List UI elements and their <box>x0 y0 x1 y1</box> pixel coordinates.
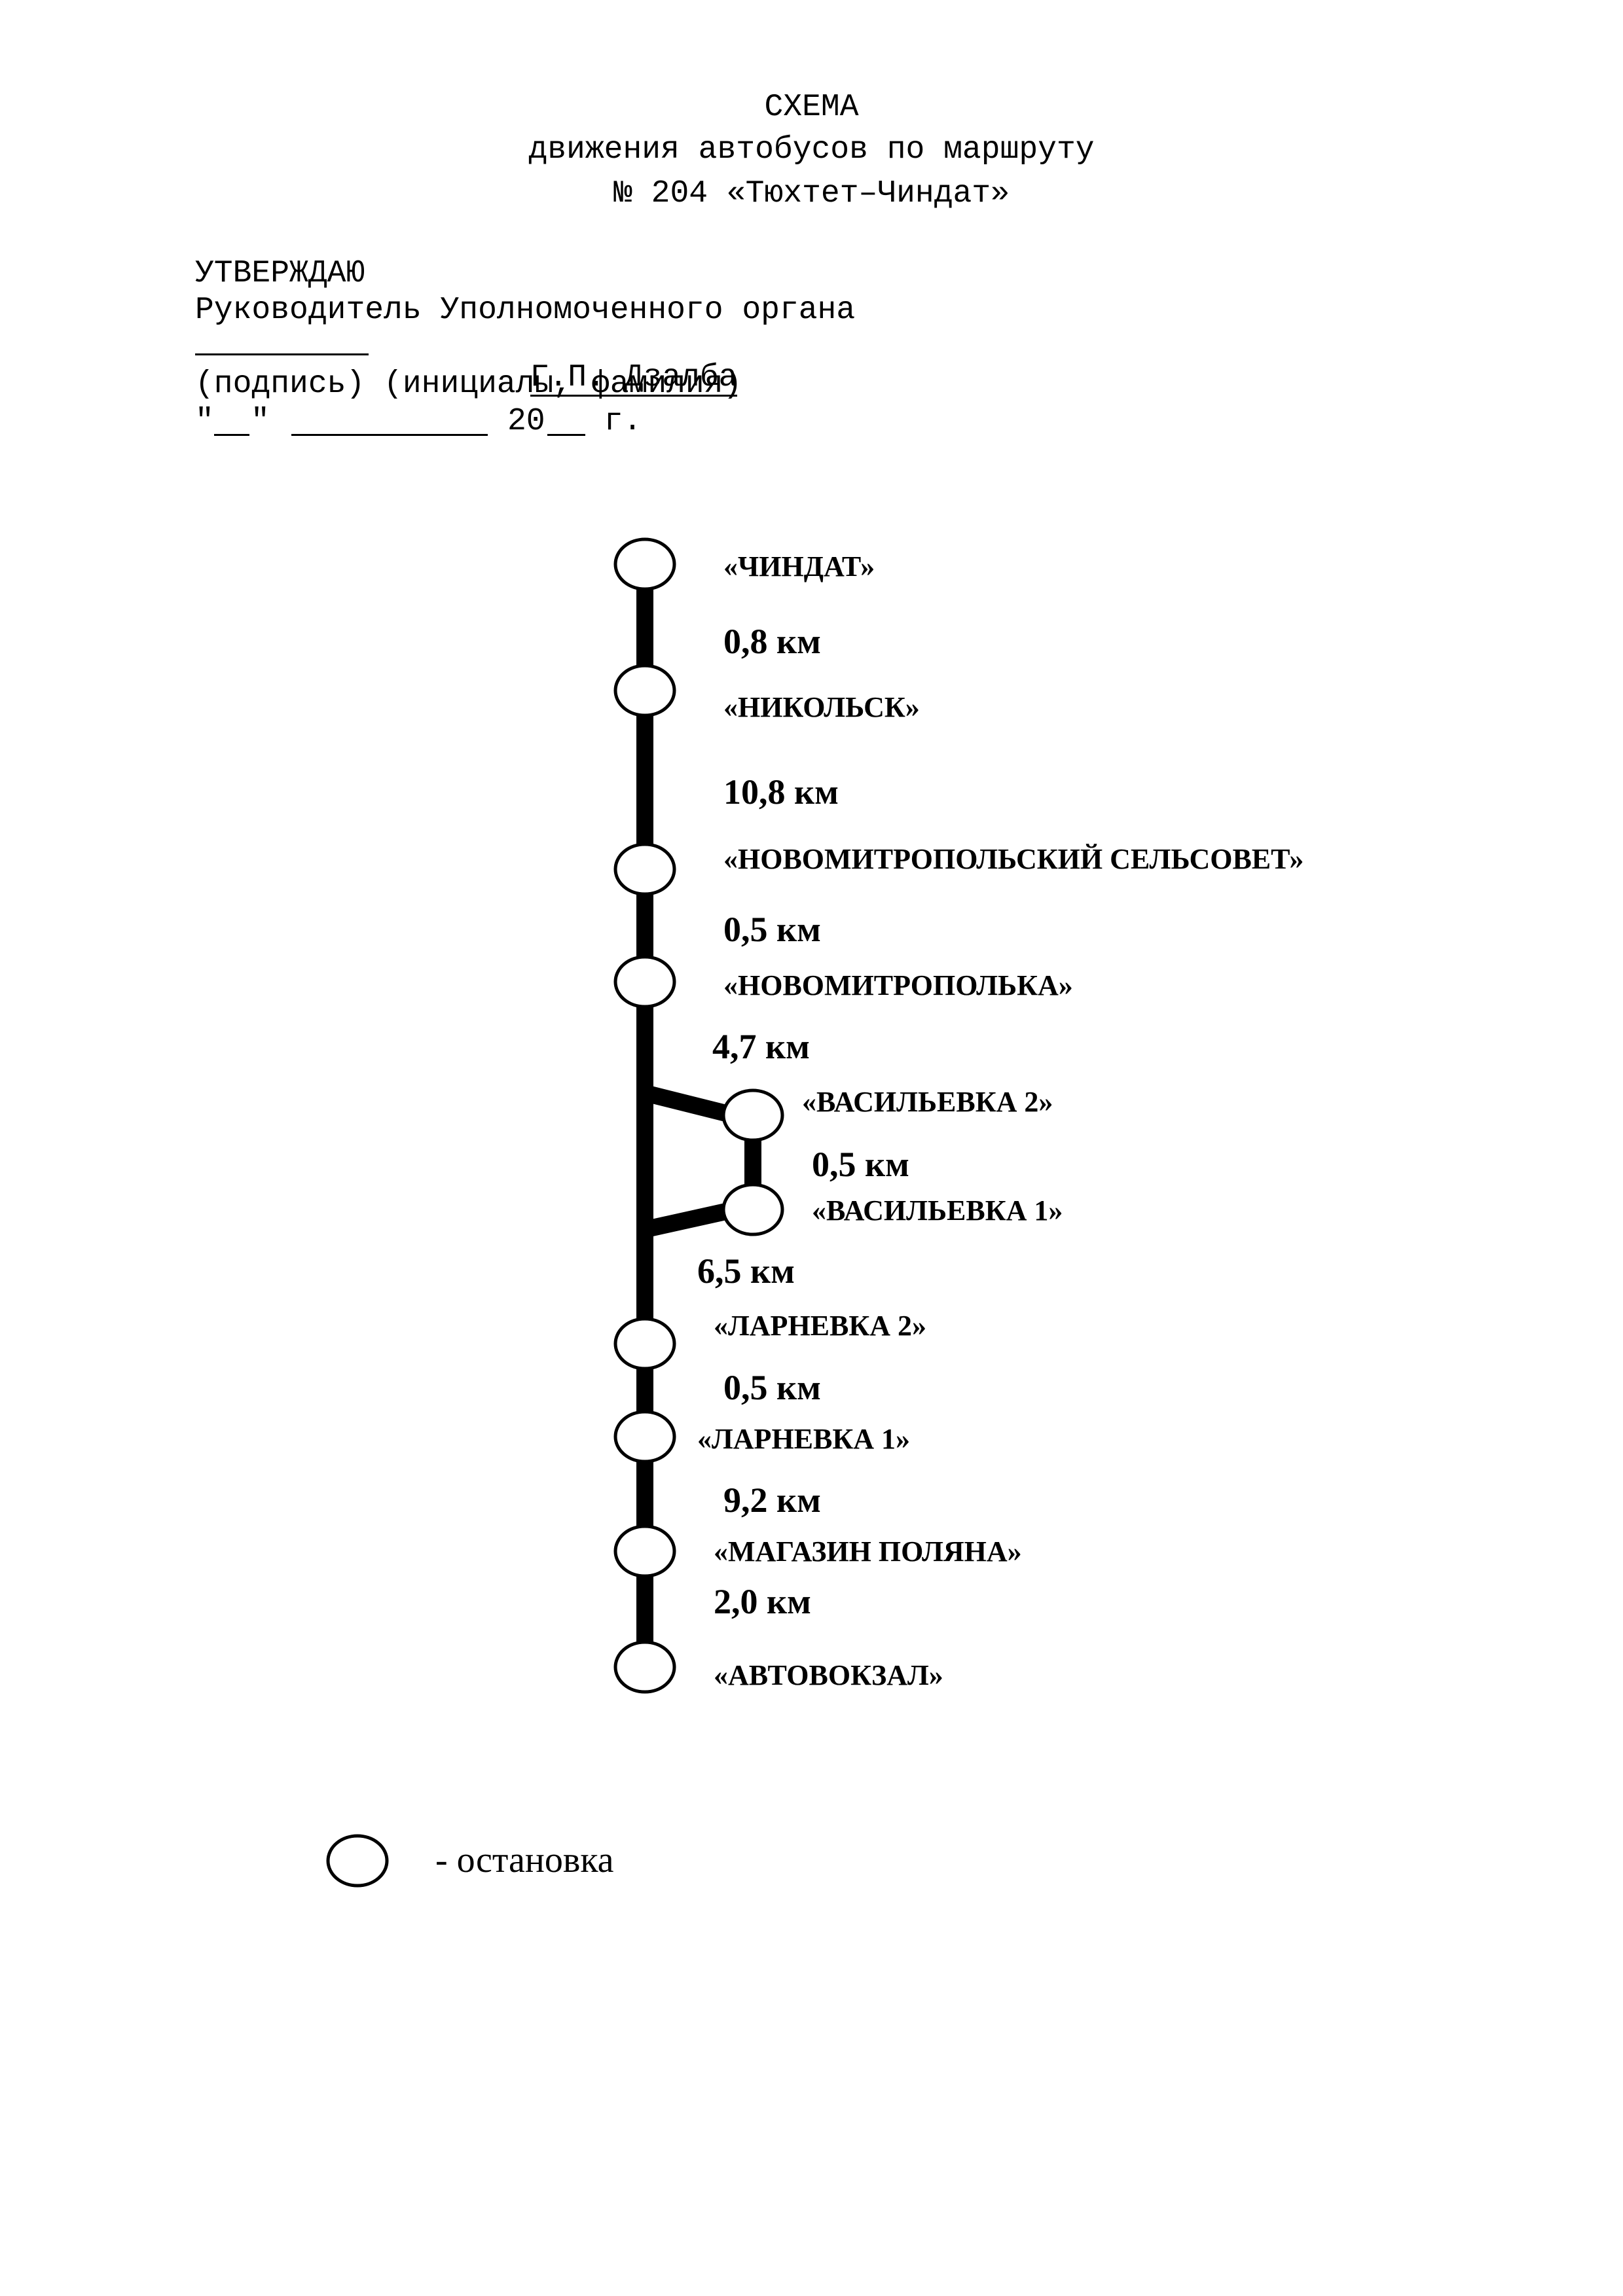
stop-marker-larnevka-1 <box>613 1410 676 1463</box>
stop-label-chindat: «ЧИНДАТ» <box>723 550 875 583</box>
distance-label: 0,5 км <box>812 1145 909 1184</box>
year-suffix: г. <box>585 404 642 439</box>
stop-marker-larnevka-2 <box>613 1317 676 1371</box>
distance-label: 10,8 км <box>723 772 839 812</box>
legend-text: - остановка <box>435 1840 614 1880</box>
year-blank <box>547 434 585 436</box>
stop-marker-novomitropolsky-selsovet <box>613 842 676 896</box>
stop-label-avtovokzal: «АВТОВОКЗАЛ» <box>714 1659 943 1691</box>
stop-label-novomitropolka: «НОВОМИТРОПОЛЬКА» <box>723 969 1073 1001</box>
title-line-3: № 204 «Тюхтет–Чиндат» <box>613 176 1010 211</box>
distance-label: 4,7 км <box>712 1027 810 1066</box>
stop-marker-vasilevka-1 <box>721 1183 784 1236</box>
day-blank <box>214 434 249 436</box>
stop-label-vasilevka-2: «ВАСИЛЬЕВКА 2» <box>802 1086 1053 1118</box>
signer-name: Г.П. Дзалба <box>530 360 738 397</box>
stop-marker-novomitropolka <box>613 955 676 1009</box>
date-quote-close: " <box>251 404 270 439</box>
stop-label-larnevka-2: «ЛАРНЕВКА 2» <box>714 1310 926 1342</box>
stop-label-magazin-polyana: «МАГАЗИН ПОЛЯНА» <box>714 1535 1022 1568</box>
signature-blank <box>195 353 369 355</box>
distance-label: 9,2 км <box>723 1480 821 1520</box>
year-prefix: 20 <box>507 404 545 439</box>
distance-label: 2,0 км <box>714 1582 811 1621</box>
distance-label: 0,5 км <box>723 1368 821 1407</box>
stop-label-nikolsk: «НИКОЛЬСК» <box>723 691 920 723</box>
stop-label-vasilevka-1: «ВАСИЛЬЕВКА 1» <box>812 1194 1063 1227</box>
stop-marker-avtovokzal <box>613 1640 676 1694</box>
legend-stop-marker <box>326 1834 389 1888</box>
distance-label: 0,8 км <box>723 622 821 661</box>
distance-label: 6,5 км <box>697 1251 795 1291</box>
stop-label-larnevka-1: «ЛАРНЕВКА 1» <box>697 1423 910 1455</box>
distance-label: 0,5 км <box>723 910 821 949</box>
stop-marker-vasilevka-2 <box>721 1088 784 1142</box>
approval-position: Руководитель Уполномоченного органа <box>195 293 856 328</box>
title-line-1: СХЕМА <box>764 90 859 125</box>
stop-marker-magazin-polyana <box>613 1524 676 1578</box>
month-blank <box>291 434 488 436</box>
stop-marker-chindat <box>613 537 676 591</box>
stop-label-novomitropolsky-selsovet: «НОВОМИТРОПОЛЬСКИЙ СЕЛЬСОВЕТ» <box>723 843 1304 875</box>
approval-captions: (подпись) (инициалы, фамилия) <box>195 367 742 402</box>
signer-name-wrap: Г.П. Дзалба <box>492 331 738 397</box>
title-line-2: движения автобусов по маршруту <box>528 132 1095 168</box>
stop-marker-nikolsk <box>613 664 676 717</box>
date-quote-open: " <box>195 404 214 439</box>
approval-heading: УТВЕРЖДАЮ <box>195 256 365 291</box>
